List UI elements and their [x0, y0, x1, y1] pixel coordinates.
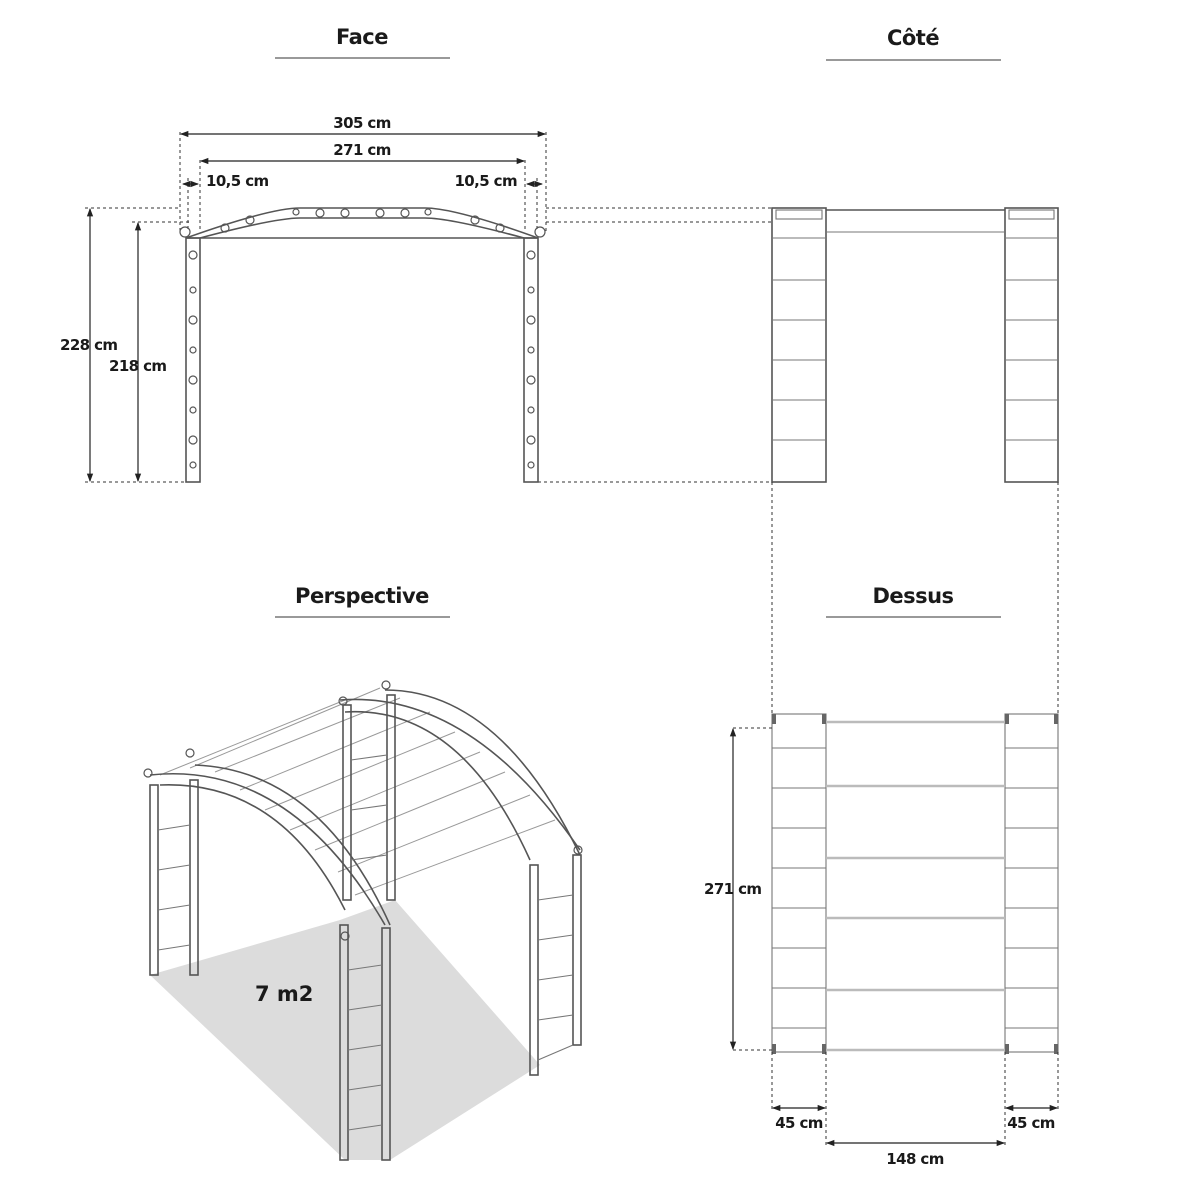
perspective-view: 7 m2 — [143, 680, 583, 1161]
title-perspective: Perspective — [275, 584, 450, 618]
perspective-title-text: Perspective — [295, 584, 429, 608]
label-side-left: 45 cm — [775, 1114, 823, 1132]
face-view: 305 cm 271 cm 10,5 cm 10,5 cm 228 cm 218… — [60, 114, 772, 483]
label-width-inner: 271 cm — [333, 141, 390, 159]
label-overhang-left: 10,5 cm — [206, 172, 269, 190]
floor-area — [150, 900, 540, 1160]
label-depth: 271 cm — [704, 880, 761, 898]
label-passage: 148 cm — [886, 1150, 943, 1168]
dessus-title-text: Dessus — [872, 584, 953, 608]
label-side-right: 45 cm — [1007, 1114, 1055, 1132]
cote-view — [771, 207, 1059, 714]
label-width-total: 305 cm — [333, 114, 390, 132]
title-face: Face — [275, 25, 450, 59]
cote-title-text: Côté — [887, 26, 939, 50]
dessus-view: 271 cm 45 cm 45 cm 148 cm — [704, 713, 1059, 1168]
label-area: 7 m2 — [255, 982, 313, 1006]
title-cote: Côté — [826, 26, 1001, 61]
label-height-inner: 218 cm — [109, 357, 166, 375]
face-title-text: Face — [336, 25, 388, 49]
label-overhang-right: 10,5 cm — [454, 172, 517, 190]
title-dessus: Dessus — [826, 584, 1001, 618]
label-height-total: 228 cm — [60, 336, 117, 354]
